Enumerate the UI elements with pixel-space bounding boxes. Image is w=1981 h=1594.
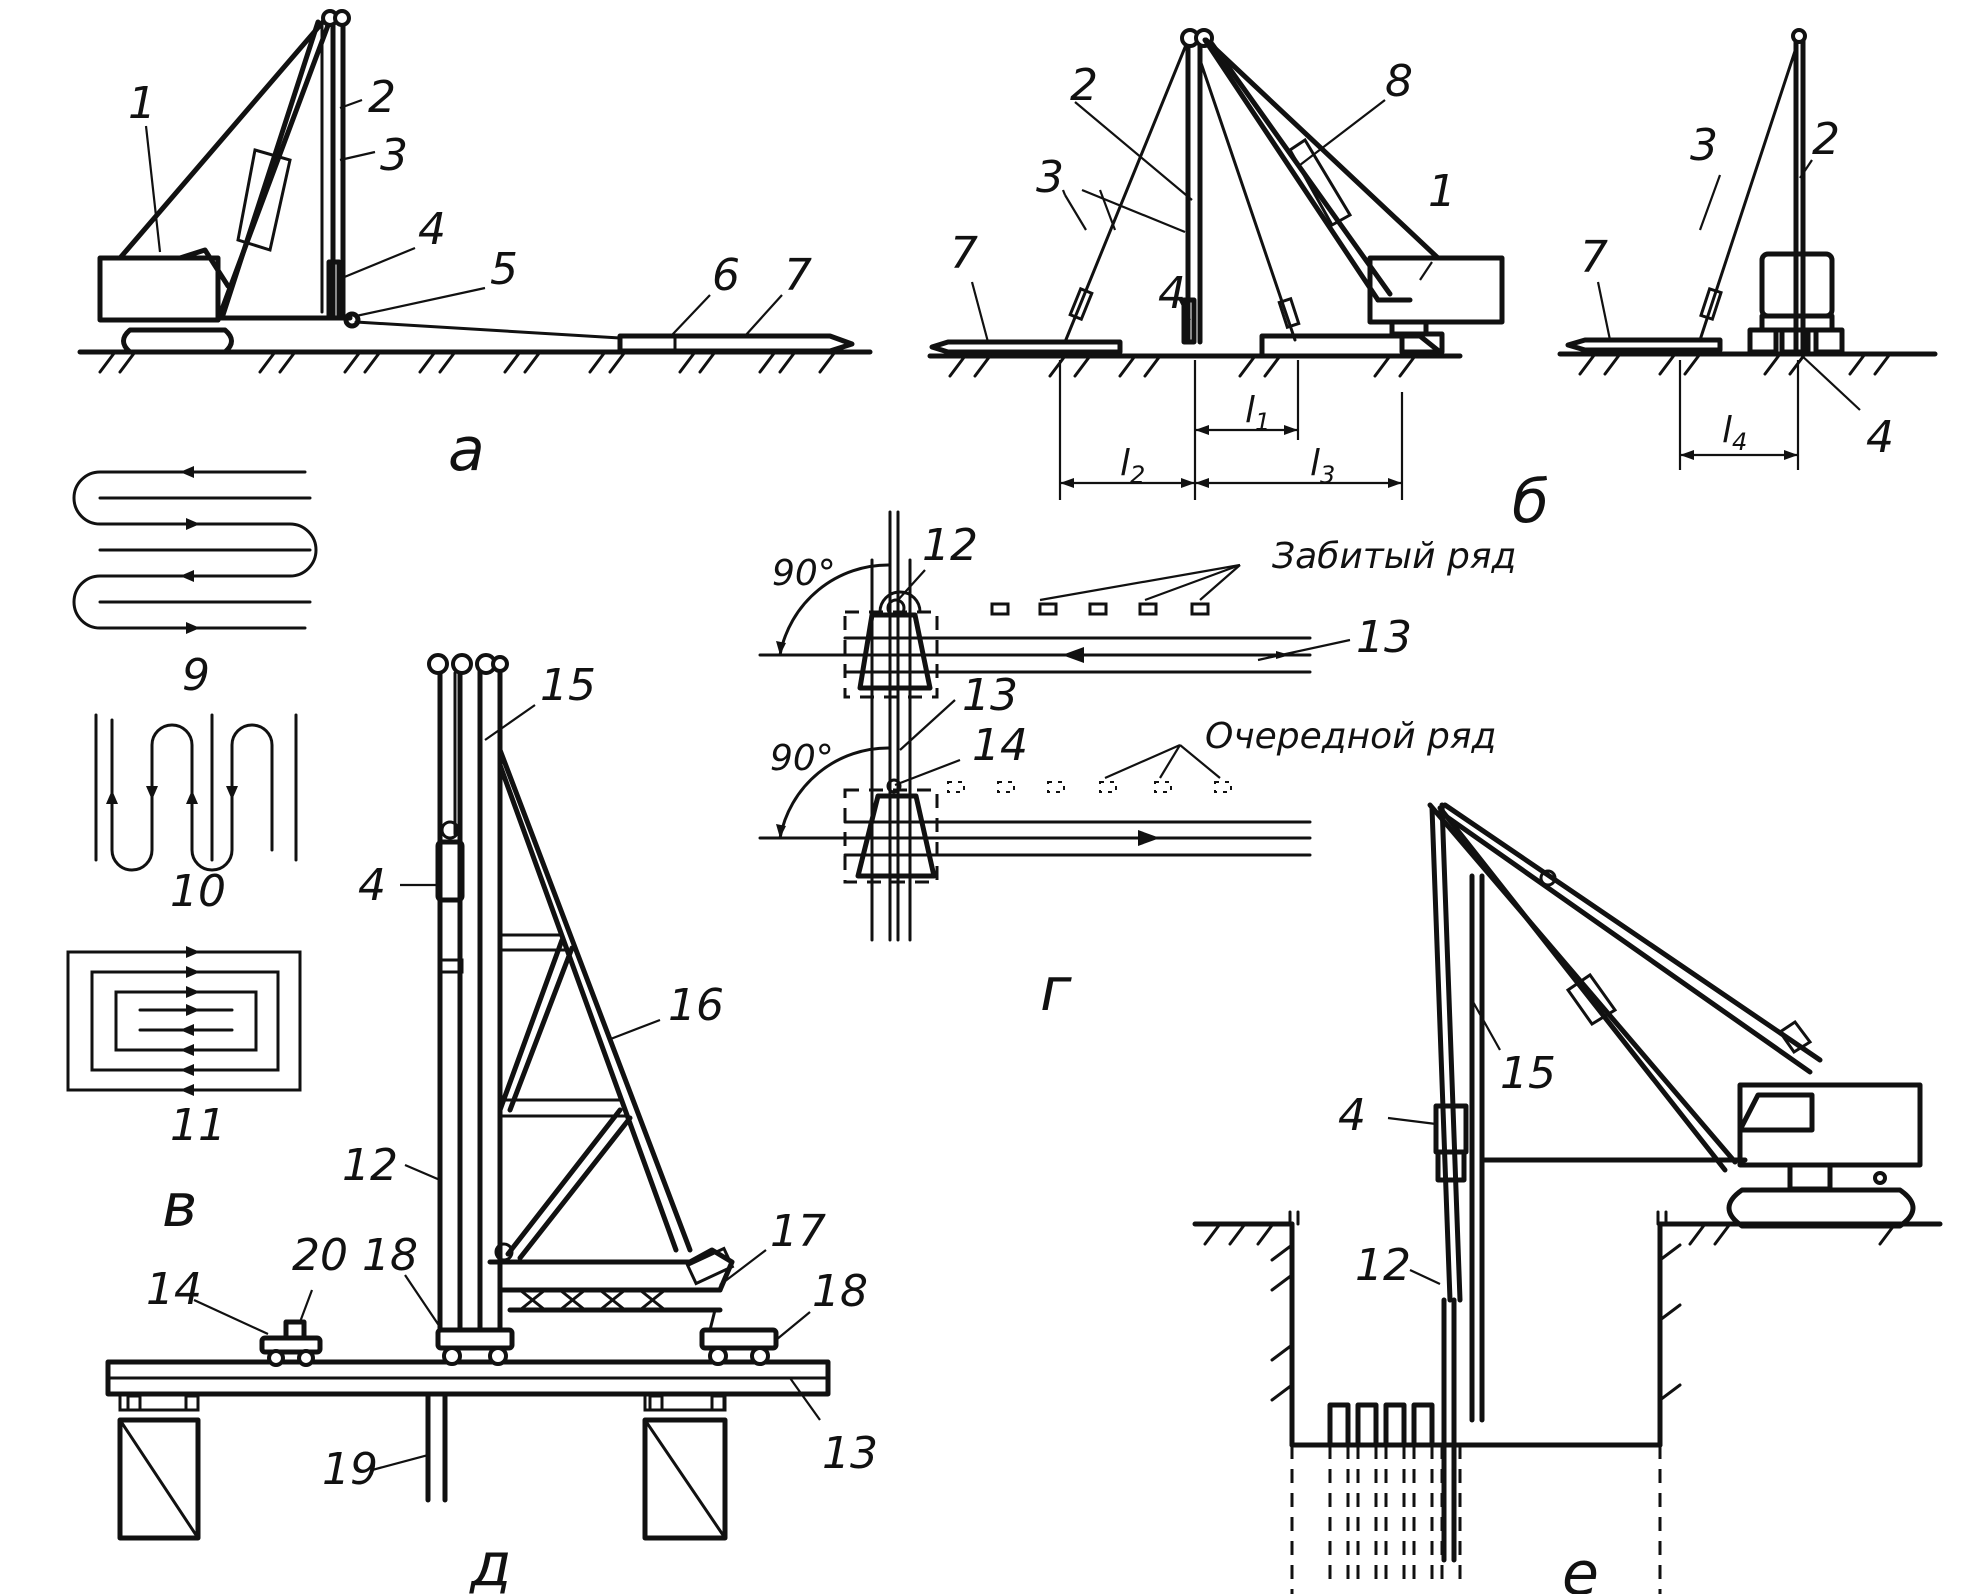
label-14-g: 14: [972, 720, 1028, 771]
panel-g: 90° 90° Забитый ряд Очередной ряд 12 13 …: [758, 510, 1516, 1025]
label-7-b2: 7: [1580, 232, 1608, 283]
label-4-a: 4: [418, 204, 446, 255]
label-20-d: 20: [292, 1230, 348, 1281]
label-15-d: 15: [540, 660, 596, 711]
label-8-b: 8: [1385, 56, 1413, 107]
panel-e: 15 4 12 е: [1192, 802, 1943, 1594]
annotation-next-row: Очередной ряд: [1205, 716, 1496, 757]
label-14-d: 14: [146, 1264, 202, 1315]
label-2-a: 2: [368, 72, 396, 123]
label-9: 9: [182, 650, 210, 701]
panel-b: 3 2 8 1 4 7 l1 l2 l3: [927, 28, 1938, 537]
dim-l1: l1: [1245, 390, 1270, 436]
caption-a: а: [448, 415, 485, 485]
label-6-a: 6: [712, 250, 740, 301]
label-5-a: 5: [490, 244, 518, 295]
panel-v: 9 10 11 в: [66, 466, 318, 1241]
label-4-d: 4: [358, 860, 386, 911]
caption-g: г: [1040, 955, 1072, 1025]
label-12-d: 12: [342, 1140, 398, 1191]
annotation-driven-row: Забитый ряд: [1272, 536, 1516, 577]
label-4-b: 4: [1158, 268, 1186, 319]
label-2-b2: 2: [1812, 114, 1840, 165]
label-1-a: 1: [128, 78, 156, 129]
label-12-e: 12: [1355, 1240, 1411, 1291]
label-12-g: 12: [922, 520, 978, 571]
caption-v: в: [162, 1171, 197, 1241]
label-4-b2: 4: [1866, 412, 1894, 463]
label-7-a: 7: [784, 250, 812, 301]
dim-l3: l3: [1310, 443, 1335, 489]
caption-b: б: [1512, 467, 1549, 537]
label-13-g2: 13: [962, 670, 1018, 721]
panel-d: 15 4 16 12 17 18 18 13 20 14 19 д: [105, 653, 878, 1594]
label-3-b2: 3: [1690, 120, 1718, 171]
label-1-b: 1: [1428, 166, 1456, 217]
label-18-d1: 18: [362, 1230, 418, 1281]
label-13-g1: 13: [1356, 612, 1412, 663]
dim-l4: l4: [1722, 410, 1747, 456]
caption-e: е: [1562, 1539, 1599, 1594]
label-13-d: 13: [822, 1428, 878, 1479]
label-18-d2: 18: [812, 1266, 868, 1317]
label-7-b: 7: [950, 228, 978, 279]
label-4-e: 4: [1338, 1090, 1366, 1141]
label-16-d: 16: [668, 980, 724, 1031]
label-19-d: 19: [322, 1444, 378, 1495]
label-3-a: 3: [380, 130, 408, 181]
label-17-d: 17: [770, 1206, 826, 1257]
dim-l2: l2: [1120, 443, 1145, 489]
angle-bottom: 90°: [770, 738, 834, 779]
caption-d: д: [469, 1530, 511, 1594]
label-15-e: 15: [1500, 1048, 1556, 1099]
label-2-b: 2: [1070, 60, 1098, 111]
label-11: 11: [170, 1100, 226, 1151]
label-3-b: 3: [1036, 152, 1064, 203]
panel-a: 1 2 3 4 5 6 7 а: [77, 9, 873, 485]
angle-top: 90°: [772, 553, 836, 594]
label-10: 10: [170, 866, 226, 917]
